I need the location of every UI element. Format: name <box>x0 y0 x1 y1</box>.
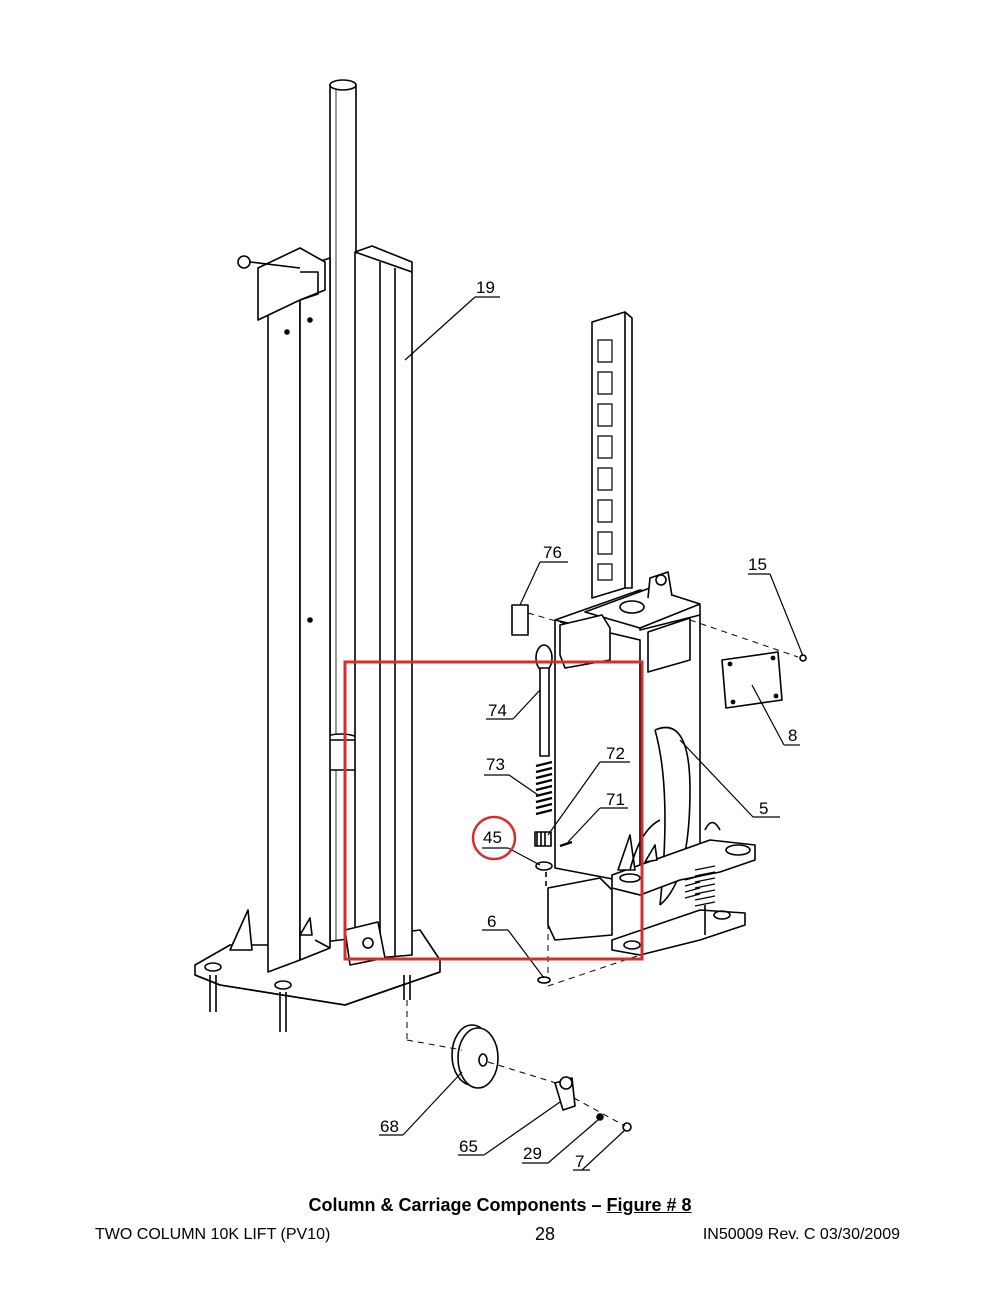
footer-revision: IN50009 Rev. C 03/30/2009 <box>702 1226 900 1243</box>
callout-6: 6 <box>487 912 496 931</box>
carriage-assembly <box>511 311 807 956</box>
assembly-lines <box>406 612 799 1127</box>
callout-68: 68 <box>380 1117 399 1136</box>
footer-page-number: 28 <box>534 1224 556 1244</box>
callout-8: 8 <box>788 726 797 745</box>
leader-lines <box>379 296 804 1171</box>
pulley-components <box>451 1024 632 1132</box>
callout-45: 45 <box>483 828 502 847</box>
highlight-box <box>343 660 644 961</box>
callout-5: 5 <box>759 799 768 818</box>
callout-19: 19 <box>476 278 495 297</box>
lock-pin-assembly <box>534 644 573 984</box>
callout-74: 74 <box>488 701 507 720</box>
callout-71: 71 <box>606 790 625 809</box>
highlight-circle <box>471 815 517 861</box>
callout-29: 29 <box>523 1144 542 1163</box>
caption-text: Column & Carriage Components – <box>308 1195 607 1215</box>
callout-labels: 19 76 15 74 8 73 72 71 5 45 6 68 65 29 7 <box>380 278 797 1171</box>
callout-73: 73 <box>486 755 505 774</box>
callout-72: 72 <box>606 744 625 763</box>
callout-15: 15 <box>748 555 767 574</box>
left-column-assembly <box>194 79 441 1032</box>
caption-figure-number: Figure # 8 <box>606 1195 692 1215</box>
footer-document-title: TWO COLUMN 10K LIFT (PV10) <box>95 1226 331 1243</box>
callout-7: 7 <box>575 1152 584 1171</box>
figure-caption: Column & Carriage Components – Figure # … <box>0 1195 1000 1216</box>
callout-76: 76 <box>543 543 562 562</box>
callout-65: 65 <box>459 1137 478 1156</box>
